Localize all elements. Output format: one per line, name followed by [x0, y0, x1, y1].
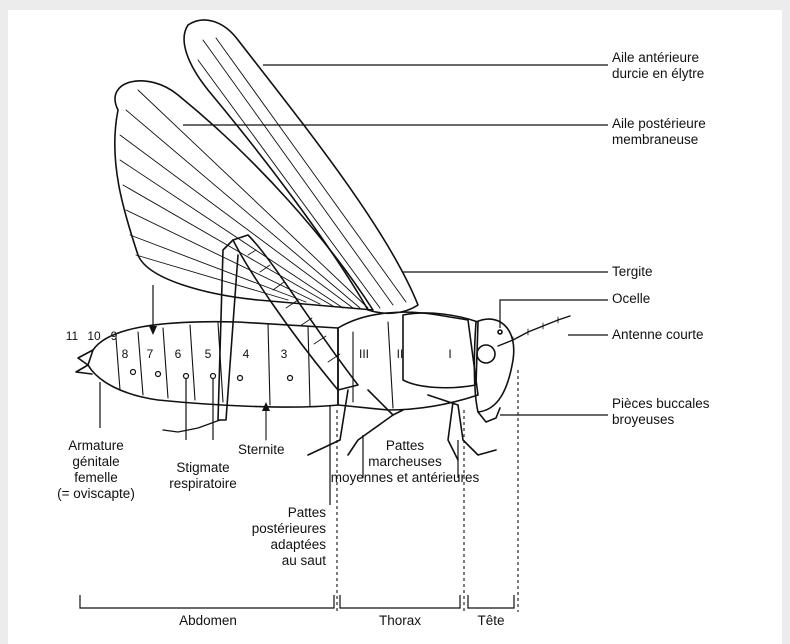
- label-armature-line2: génitale: [36, 454, 156, 470]
- pronotum: [403, 313, 478, 388]
- segment-number-6: 6: [175, 348, 182, 360]
- label-pattes-post-line3: adaptées: [224, 537, 326, 553]
- label-aile-anterieure: Aile antérieure durcie en élytre: [612, 50, 704, 82]
- label-aile-posterieure-line2: membraneuse: [612, 132, 706, 148]
- label-aile-anterieure-line1: Aile antérieure: [612, 50, 704, 66]
- label-pattes-mar-line3: moyennes et antérieures: [310, 470, 500, 486]
- label-pattes-posterieures: Pattes postérieures adaptées au saut: [224, 505, 326, 569]
- region-tete: Tête: [466, 613, 516, 629]
- bracket-tete: [468, 595, 514, 608]
- hind-femur: [233, 235, 358, 390]
- label-stigmate-respiratoire: Stigmate respiratoire: [148, 460, 258, 492]
- hind-tarsus: [163, 420, 220, 432]
- label-aile-posterieure: Aile postérieure membraneuse: [612, 116, 706, 148]
- grasshopper-anatomy-diagram: 11 10 9 8 7 6 5 4 3 III II I Aile antéri…: [8, 10, 782, 644]
- hind-tibia: [218, 240, 238, 420]
- region-abdomen: Abdomen: [158, 613, 258, 629]
- label-stigmate-line2: respiratoire: [148, 476, 258, 492]
- label-pattes-mar-line1: Pattes: [310, 438, 500, 454]
- label-aile-posterieure-line1: Aile postérieure: [612, 116, 706, 132]
- segment-number-3: 3: [281, 348, 288, 360]
- label-pattes-post-line2: postérieures: [224, 521, 326, 537]
- label-armature-genitale: Armature génitale femelle (= oviscapte): [36, 438, 156, 502]
- label-sternite: Sternite: [238, 442, 285, 458]
- thorax-segment-I: I: [448, 348, 451, 360]
- ocellus: [498, 330, 502, 334]
- label-ocelle: Ocelle: [612, 291, 650, 307]
- compound-eye: [477, 345, 495, 363]
- thorax-segment-III: III: [359, 348, 369, 360]
- label-pattes-post-line4: au saut: [224, 553, 326, 569]
- thorax-segment-II: II: [397, 348, 404, 360]
- label-pattes-mar-line2: marcheuses: [310, 454, 500, 470]
- segment-number-8: 8: [122, 348, 129, 360]
- bracket-thorax: [340, 595, 460, 608]
- antenna-segments: [513, 317, 558, 343]
- label-armature-line3: femelle: [36, 470, 156, 486]
- label-pieces-buccales-line2: broyeuses: [612, 412, 710, 428]
- label-pattes-marcheuses: Pattes marcheuses moyennes et antérieure…: [310, 438, 500, 486]
- ovipositor: [76, 350, 93, 374]
- segment-number-11: 11: [66, 330, 78, 342]
- label-tergite: Tergite: [612, 264, 653, 280]
- label-antenne-courte: Antenne courte: [612, 327, 704, 343]
- segment-number-9: 9: [111, 330, 118, 342]
- label-aile-anterieure-line2: durcie en élytre: [612, 66, 704, 82]
- leader-ocelle: [500, 300, 608, 328]
- thorax-body: [338, 312, 478, 410]
- head: [474, 319, 513, 412]
- label-armature-line1: Armature: [36, 438, 156, 454]
- mouthparts: [478, 408, 500, 422]
- label-pieces-buccales-line1: Pièces buccales: [612, 396, 710, 412]
- segment-number-10: 10: [87, 330, 100, 342]
- label-pattes-post-line1: Pattes: [224, 505, 326, 521]
- label-stigmate-line1: Stigmate: [148, 460, 258, 476]
- fore-wing-veins: [198, 38, 406, 308]
- segment-number-7: 7: [147, 348, 154, 360]
- spiracles: [131, 370, 293, 381]
- segment-number-4: 4: [243, 348, 250, 360]
- bracket-abdomen: [80, 595, 334, 608]
- region-thorax: Thorax: [358, 613, 442, 629]
- label-armature-line4: (= oviscapte): [36, 486, 156, 502]
- segment-number-5: 5: [205, 348, 212, 360]
- label-pieces-buccales: Pièces buccales broyeuses: [612, 396, 710, 428]
